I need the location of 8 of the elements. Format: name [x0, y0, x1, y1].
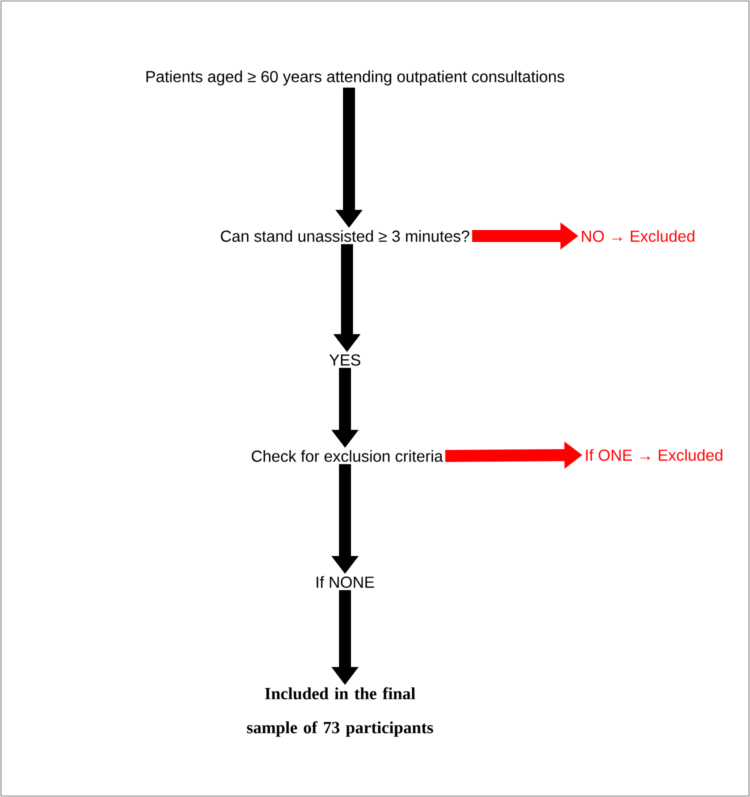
flow-step-text: Can stand unassisted ≥ 3 minutes?	[220, 230, 470, 242]
flow-step-text: Patients aged ≥ 60 years attending outpatient consultations	[146, 70, 564, 86]
flow-step-text: Check for exclusion criteria	[252, 450, 443, 462]
flow-step-text: YES	[329, 354, 360, 366]
flow-step-text: Included in the final sample of 73 participants	[247, 687, 434, 737]
flow-step-text: NO → Excluded	[582, 230, 694, 242]
flow-step-text: If ONE → Excluded	[586, 449, 722, 461]
flow-step-text: If NONE	[316, 576, 374, 588]
